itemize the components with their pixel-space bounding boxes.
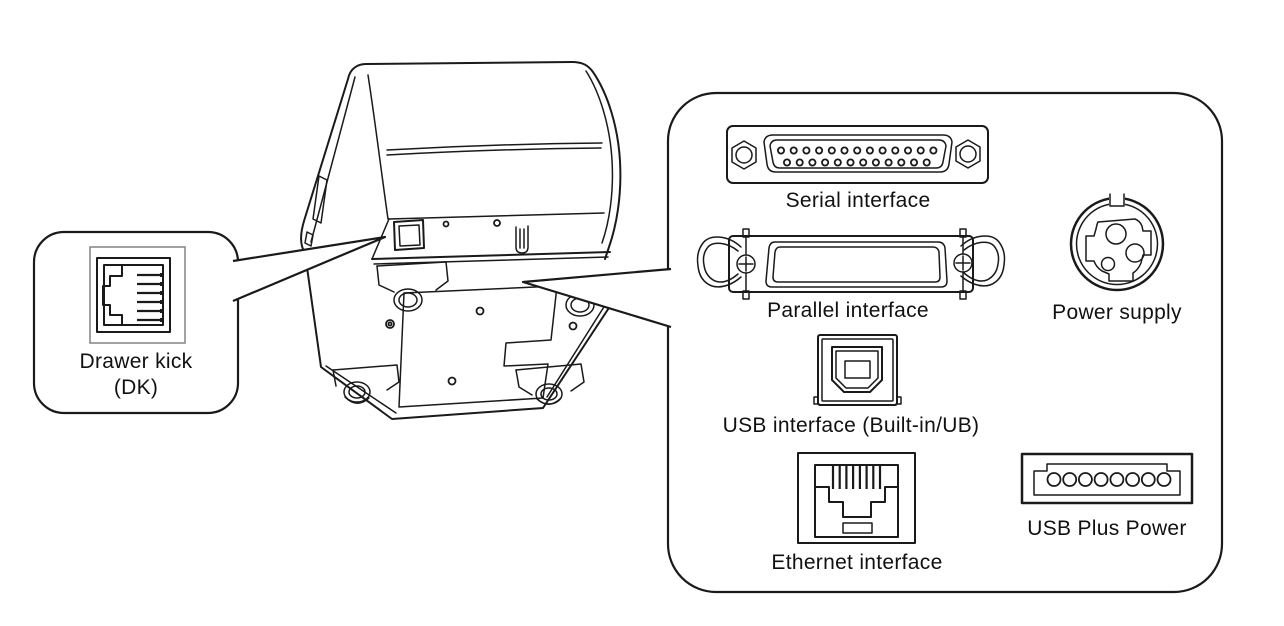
printer-illustration <box>300 61 623 420</box>
serial-interface-label: Serial interface <box>786 189 931 212</box>
interface-panel-callout: Serial interface Parallel interfa <box>521 91 1224 594</box>
interface-panel-pointer <box>521 267 672 329</box>
interface-panel-bubble <box>666 91 1224 594</box>
usb-plus-power-holes <box>1046 472 1172 487</box>
power-supply-icon <box>1069 192 1165 292</box>
printer-cover-outline <box>300 61 622 260</box>
drawer-kick-connector-icon <box>89 246 186 344</box>
usb-interface-label: USB interface (Built-in/UB) <box>723 414 980 437</box>
ethernet-interface-label: Ethernet interface <box>771 551 942 574</box>
printer-base-plate <box>398 285 558 408</box>
printer-drawer-kick-port <box>393 219 425 251</box>
power-supply-label: Power supply <box>1052 301 1182 324</box>
usb-plus-power-icon <box>1020 452 1194 505</box>
serial-pin-holes <box>777 146 938 167</box>
printer-latch <box>515 225 529 254</box>
ethernet-interface-icon <box>797 452 916 544</box>
ethernet-pins <box>831 466 882 489</box>
printer-connector-recess <box>371 212 611 265</box>
printer-foot-front-right <box>515 363 585 405</box>
printer-cover-seam <box>386 142 603 151</box>
drawer-kick-label-line1: Drawer kick <box>80 350 193 373</box>
drawer-kick-callout-bubble <box>32 230 240 415</box>
drawer-kick-callout-pointer <box>232 235 387 303</box>
printer-vent-slot <box>312 175 328 224</box>
drawer-kick-callout: Drawer kick (DK) <box>32 230 387 415</box>
parallel-interface-icon <box>696 228 1006 300</box>
usb-interface-icon <box>813 334 902 406</box>
serial-interface-icon <box>726 125 989 184</box>
printer-foot-rear-left <box>376 261 449 312</box>
printer-foot-front-left <box>332 364 400 404</box>
drawer-kick-label-line2: (DK) <box>114 376 158 399</box>
usb-plus-power-label: USB Plus Power <box>1027 517 1186 540</box>
parallel-interface-label: Parallel interface <box>767 299 929 322</box>
